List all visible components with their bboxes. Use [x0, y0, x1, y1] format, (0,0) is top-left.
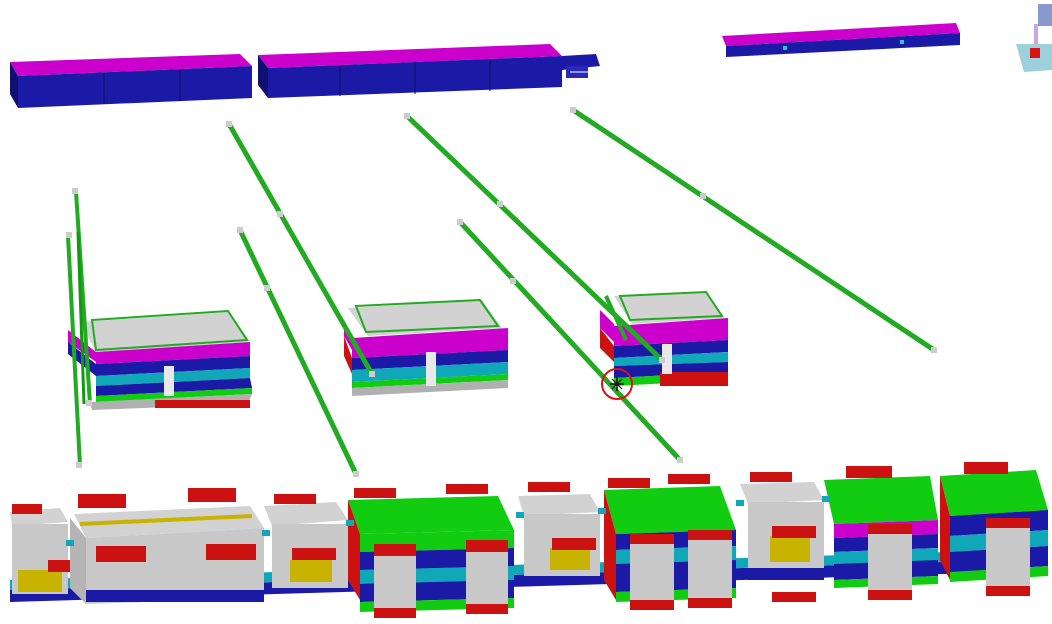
bottom-unit-4[interactable] — [348, 484, 514, 618]
pipe-5[interactable] — [570, 107, 937, 353]
selection-crosshair-icon[interactable] — [601, 368, 633, 400]
bottom-unit-8[interactable] — [824, 466, 938, 600]
vertical-post-group[interactable] — [66, 188, 92, 468]
upper-beam-left[interactable] — [10, 54, 252, 108]
bottom-unit-5[interactable] — [518, 482, 600, 576]
pipe-4[interactable] — [457, 219, 683, 463]
mid-stack-right[interactable] — [600, 290, 728, 386]
bottom-unit-7[interactable] — [740, 472, 824, 602]
upper-beam-center[interactable] — [258, 44, 600, 98]
bottom-unit-1[interactable] — [10, 504, 72, 594]
pipe-2[interactable] — [237, 227, 359, 477]
corner-gizmo[interactable] — [1016, 4, 1052, 72]
mid-stack-left[interactable] — [68, 309, 252, 410]
bottom-unit-6[interactable] — [604, 474, 736, 610]
upper-beam-right[interactable] — [722, 23, 960, 57]
pipe-6-short[interactable] — [604, 295, 628, 341]
bottom-unit-2[interactable] — [70, 488, 264, 604]
bottom-unit-9[interactable] — [940, 462, 1048, 596]
bottom-connectors — [66, 496, 830, 546]
pipe-1[interactable] — [226, 121, 375, 377]
mid-stack-center[interactable] — [344, 298, 508, 396]
pipe-3[interactable] — [404, 113, 665, 363]
bottom-unit-3[interactable] — [264, 494, 348, 588]
